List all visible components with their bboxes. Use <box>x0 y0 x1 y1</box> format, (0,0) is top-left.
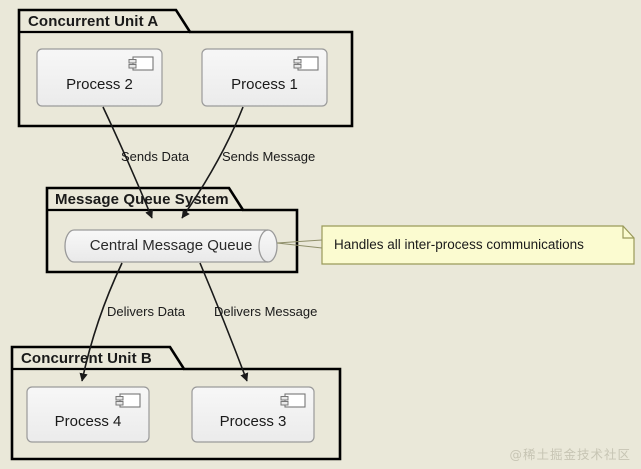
edge-delivers-data <box>79 262 123 382</box>
queue-cap <box>258 229 269 263</box>
component-process-2[interactable] <box>36 48 163 107</box>
edge-sends-message-label: Sends Message <box>222 149 316 164</box>
component-process-1[interactable] <box>201 48 328 107</box>
watermark: @稀土掘金技术社区 <box>509 447 631 462</box>
package-mq-system-label: Message Queue System <box>55 191 229 208</box>
component-icon <box>280 393 306 408</box>
component-icon <box>128 56 154 71</box>
package-unit-b-label: Concurrent Unit B <box>21 350 152 367</box>
component-process-4-label: Process 4 <box>54 413 122 430</box>
note-body <box>321 225 635 265</box>
component-process-4[interactable] <box>26 386 150 443</box>
edge-sends-data-label: Sends Data <box>121 149 189 164</box>
queue-label: Central Message Queue <box>89 237 253 254</box>
package-unit-a-label: Concurrent Unit A <box>28 13 159 30</box>
edge-sends-message <box>181 106 244 219</box>
component-icon <box>293 56 319 71</box>
component-process-3-label: Process 3 <box>219 413 287 430</box>
note-mq-note[interactable] <box>276 225 635 265</box>
edge-delivers-message <box>199 262 249 382</box>
edge-sends-data <box>102 106 153 219</box>
component-process-3[interactable] <box>191 386 315 443</box>
component-process-3-box <box>191 386 315 443</box>
note-text: Handles all inter-process communications <box>334 237 584 252</box>
component-process-1-label: Process 1 <box>231 76 298 93</box>
note-connector <box>276 239 323 249</box>
component-icon <box>115 393 141 408</box>
note-fold-corner <box>622 226 634 239</box>
component-process-4-box <box>26 386 150 443</box>
queue-central-message-queue[interactable] <box>64 229 278 263</box>
edge-delivers-data-label: Delivers Data <box>107 304 186 319</box>
edge-delivers-message-label: Delivers Message <box>214 304 318 319</box>
component-process-2-label: Process 2 <box>66 76 133 93</box>
